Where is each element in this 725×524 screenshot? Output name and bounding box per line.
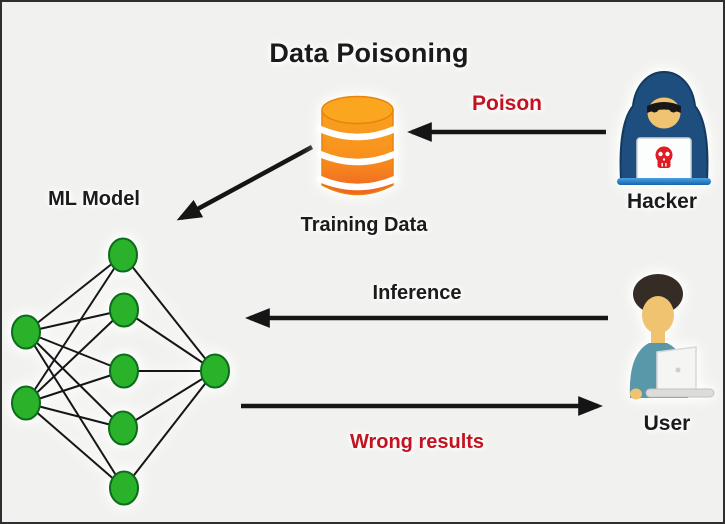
sunglasses-icon (647, 102, 681, 113)
hidden-node (108, 237, 138, 273)
inference-label: Inference (372, 282, 462, 304)
hacker-icon (617, 70, 711, 185)
user-neck (651, 329, 665, 343)
ml-model-network (11, 237, 230, 506)
laptop-logo-icon (675, 367, 681, 373)
network-edges (25, 254, 216, 489)
training-to-model-arrow (176, 145, 314, 221)
hidden-node (109, 470, 139, 506)
hacker-label: Hacker (626, 190, 698, 213)
hacker-laptop-base (617, 178, 711, 185)
input-node (11, 385, 41, 421)
diagram-title: Data Poisoning (269, 38, 469, 68)
user-face (642, 296, 674, 334)
poison-label: Poison (471, 92, 542, 115)
ml-model-label: ML Model (48, 188, 140, 210)
hidden-node (109, 292, 139, 328)
wrong-results-label: Wrong results (349, 431, 485, 453)
hidden-node (108, 410, 138, 446)
user-hand (630, 388, 642, 400)
output-node (200, 353, 230, 389)
database-icon (316, 95, 399, 196)
input-node (11, 314, 41, 350)
training-data-label: Training Data (300, 214, 428, 236)
user-icon (629, 274, 715, 400)
user-label: User (643, 412, 691, 435)
hidden-node (109, 353, 139, 389)
skull-icon (655, 146, 673, 168)
user-laptop-base (645, 388, 715, 398)
network-nodes (11, 237, 230, 506)
